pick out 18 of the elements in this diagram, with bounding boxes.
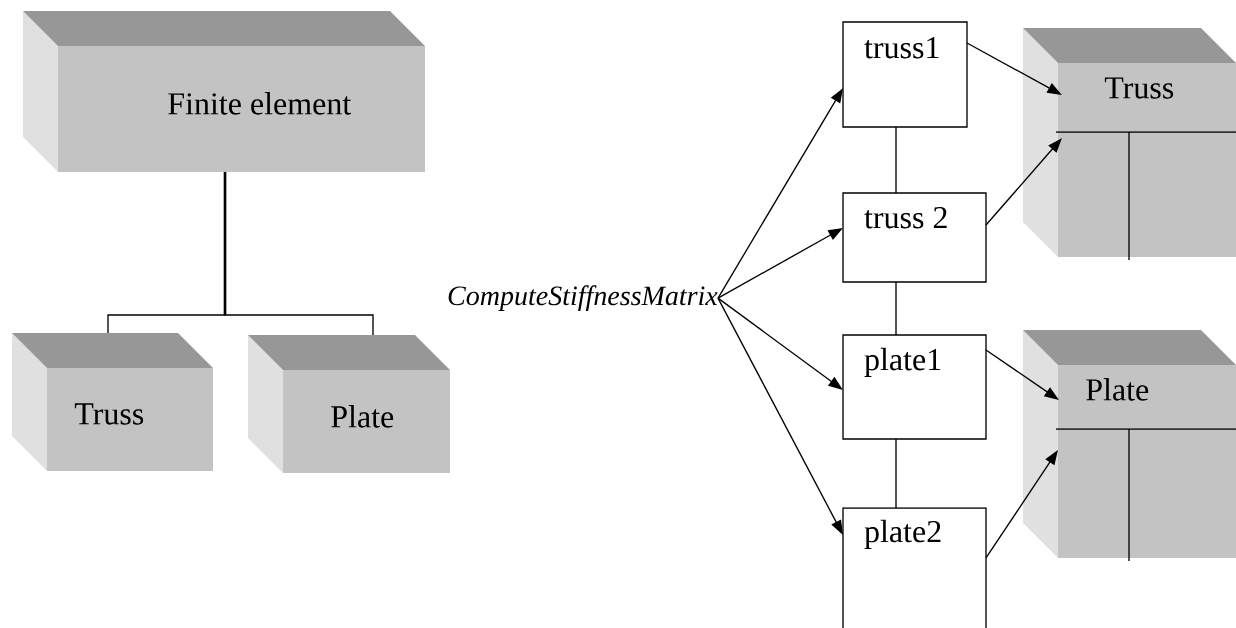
block-box: Finite element	[23, 11, 425, 172]
arrow	[985, 450, 1058, 559]
block-box: Plate	[248, 335, 450, 473]
instance-box: truss1	[842, 21, 968, 128]
instance-box: plate1	[842, 334, 987, 440]
class-box: Plate	[1023, 330, 1236, 562]
connector-line	[895, 281, 897, 336]
class-box: Truss	[1023, 28, 1236, 261]
connector-line	[895, 126, 897, 194]
instance-box: plate2	[842, 507, 987, 628]
method-label: ComputeStiffnessMatrix	[448, 285, 718, 311]
arrow	[985, 138, 1062, 226]
arrow	[717, 297, 843, 390]
arrow	[985, 349, 1059, 400]
connector-line	[895, 438, 897, 509]
connector-line	[224, 171, 374, 336]
instance-box: truss 2	[842, 192, 987, 283]
block-box: Truss	[12, 333, 213, 471]
